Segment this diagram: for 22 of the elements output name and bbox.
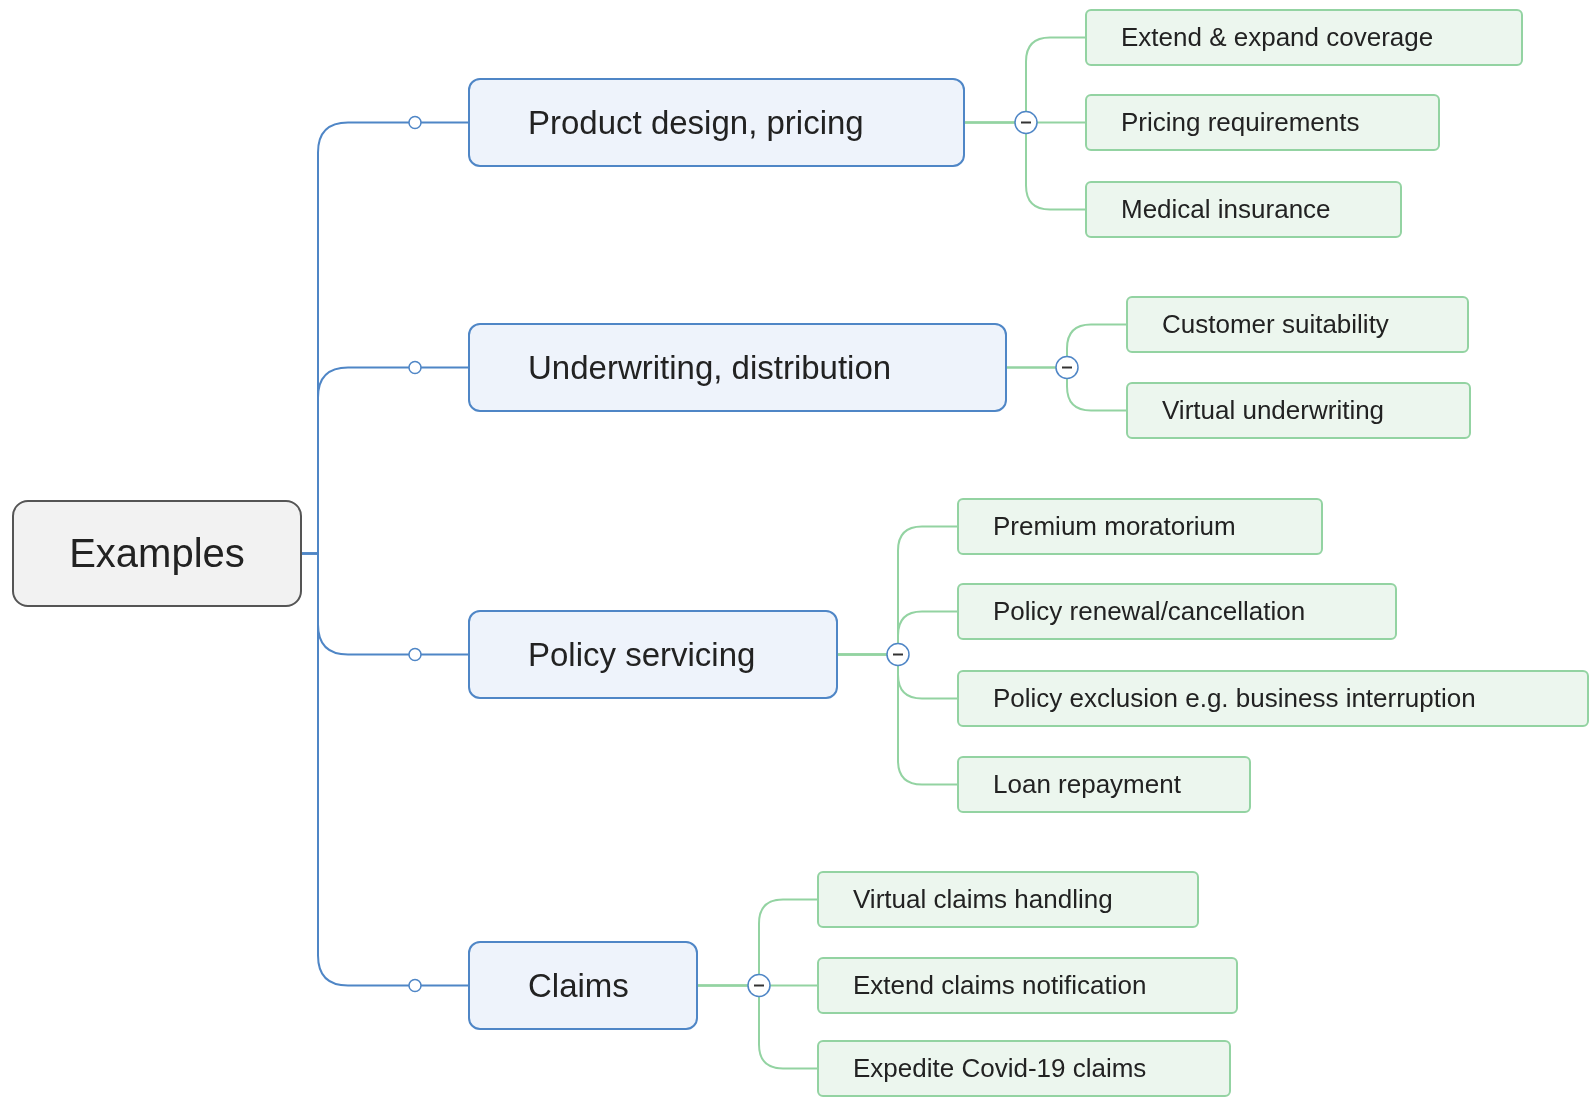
subtopic-box: Extend & expand coverage [1085, 9, 1523, 66]
connector-line [1006, 366, 1127, 412]
main-topic-box: Underwriting, distribution [468, 323, 1007, 412]
subtopic-box: Virtual underwriting [1126, 382, 1471, 439]
subtopic-box: Customer suitability [1126, 296, 1469, 353]
subtopic-box: Virtual claims handling [817, 871, 1199, 928]
subtopic-box: Policy renewal/cancellation [957, 583, 1397, 640]
main-topic-box: Claims [468, 941, 698, 1030]
subtopic-box: Extend claims notification [817, 957, 1238, 1014]
connector-line [697, 984, 818, 1070]
subtopic-box: Premium moratorium [957, 498, 1323, 555]
subtopic-box: Expedite Covid-19 claims [817, 1040, 1231, 1097]
subtopic-box: Policy exclusion e.g. business interruption [957, 670, 1589, 727]
main-topic-box: Product design, pricing [468, 78, 965, 167]
connector-line [301, 552, 469, 987]
subtopic-box: Loan repayment [957, 756, 1251, 813]
central-topic: Examples [12, 500, 302, 607]
connector-line [964, 121, 1086, 211]
connector-line [837, 653, 958, 786]
main-topic-box: Policy servicing [468, 610, 838, 699]
subtopic-box: Pricing requirements [1085, 94, 1440, 151]
subtopic-box: Medical insurance [1085, 181, 1402, 238]
